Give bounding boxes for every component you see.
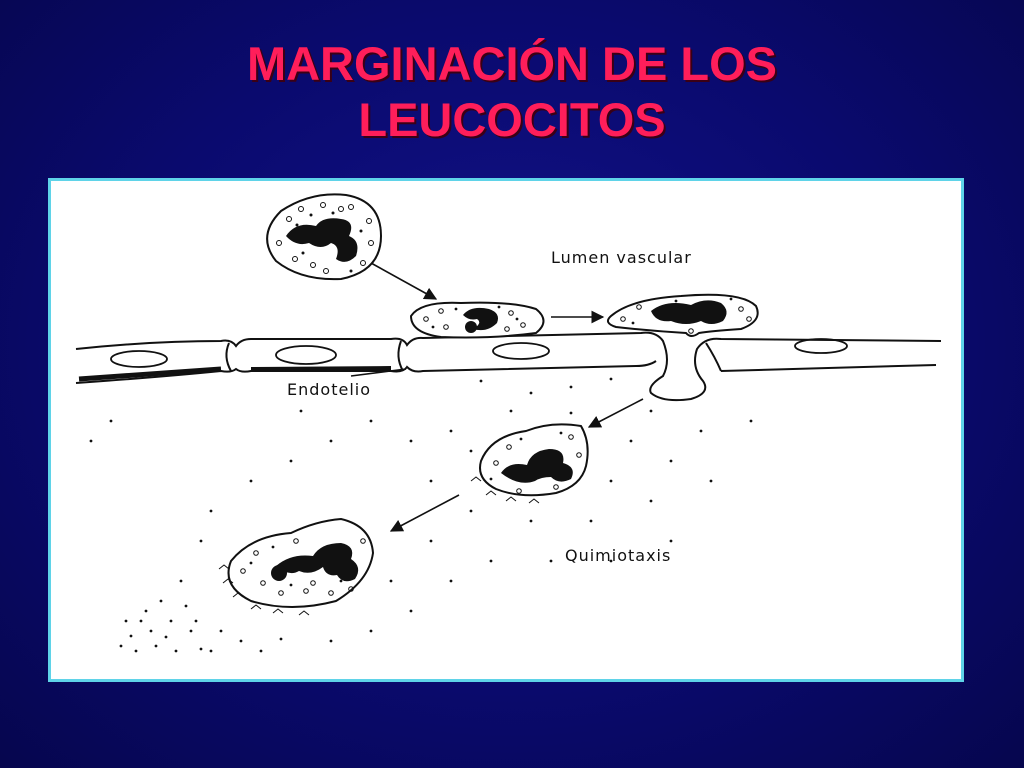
label-lumen-vascular: Lumen vascular	[551, 248, 692, 267]
leukocyte-chemotaxis	[218, 517, 375, 616]
migration-arrows	[350, 262, 644, 532]
diagram-frame: Lumen vascular Endotelio Quimiotaxis	[48, 178, 964, 682]
title-line-2: LEUCOCITOS	[358, 93, 666, 146]
leukocyte-free	[266, 193, 383, 281]
title-line-1: MARGINACIÓN DE LOS	[246, 37, 778, 90]
label-endotelio: Endotelio	[287, 380, 371, 399]
endothelium-layer	[75, 331, 942, 402]
leukocyte-rolling	[409, 301, 545, 339]
leukocyte-margination-diagram: Lumen vascular Endotelio Quimiotaxis	[75, 193, 942, 653]
chemotaxis-particles	[89, 377, 753, 653]
label-quimiotaxis: Quimiotaxis	[565, 546, 671, 565]
slide-title: MARGINACIÓN DE LOS LEUCOCITOS	[0, 36, 1024, 148]
leukocyte-diapedesis	[606, 293, 759, 337]
endothelial-nuclei	[110, 338, 848, 368]
leukocyte-migrating	[470, 423, 589, 504]
